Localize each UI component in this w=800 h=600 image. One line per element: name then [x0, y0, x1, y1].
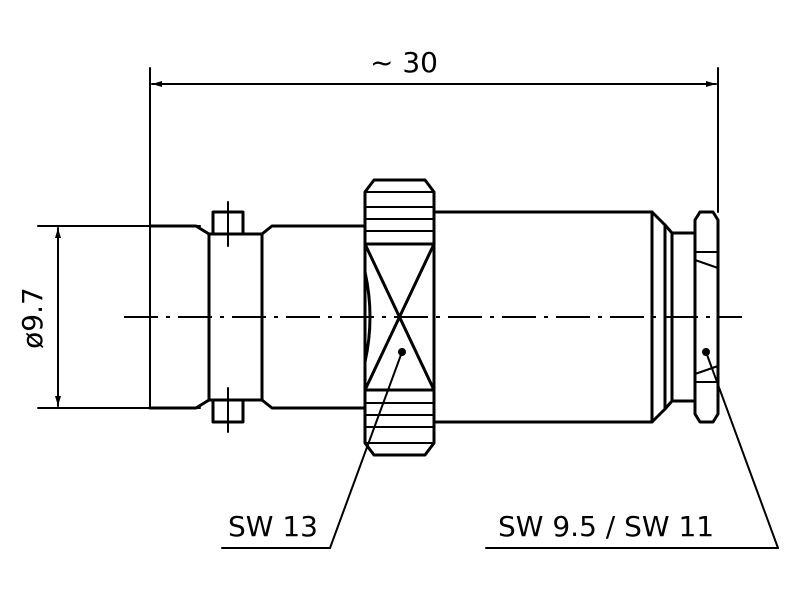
leader-sw13 [221, 348, 406, 549]
bayonet-pin-top [211, 201, 245, 247]
callout-sw11: SW 9.5 / SW 11 [498, 510, 714, 543]
leader-sw11 [485, 348, 779, 549]
length-dimension-label: ~ 30 [370, 46, 438, 79]
hex-nut-sw11 [693, 210, 720, 424]
diameter-dimension-label: ø9.7 [16, 287, 49, 349]
callout-sw13: SW 13 [228, 510, 318, 543]
bayonet-pin-bottom [211, 387, 245, 433]
